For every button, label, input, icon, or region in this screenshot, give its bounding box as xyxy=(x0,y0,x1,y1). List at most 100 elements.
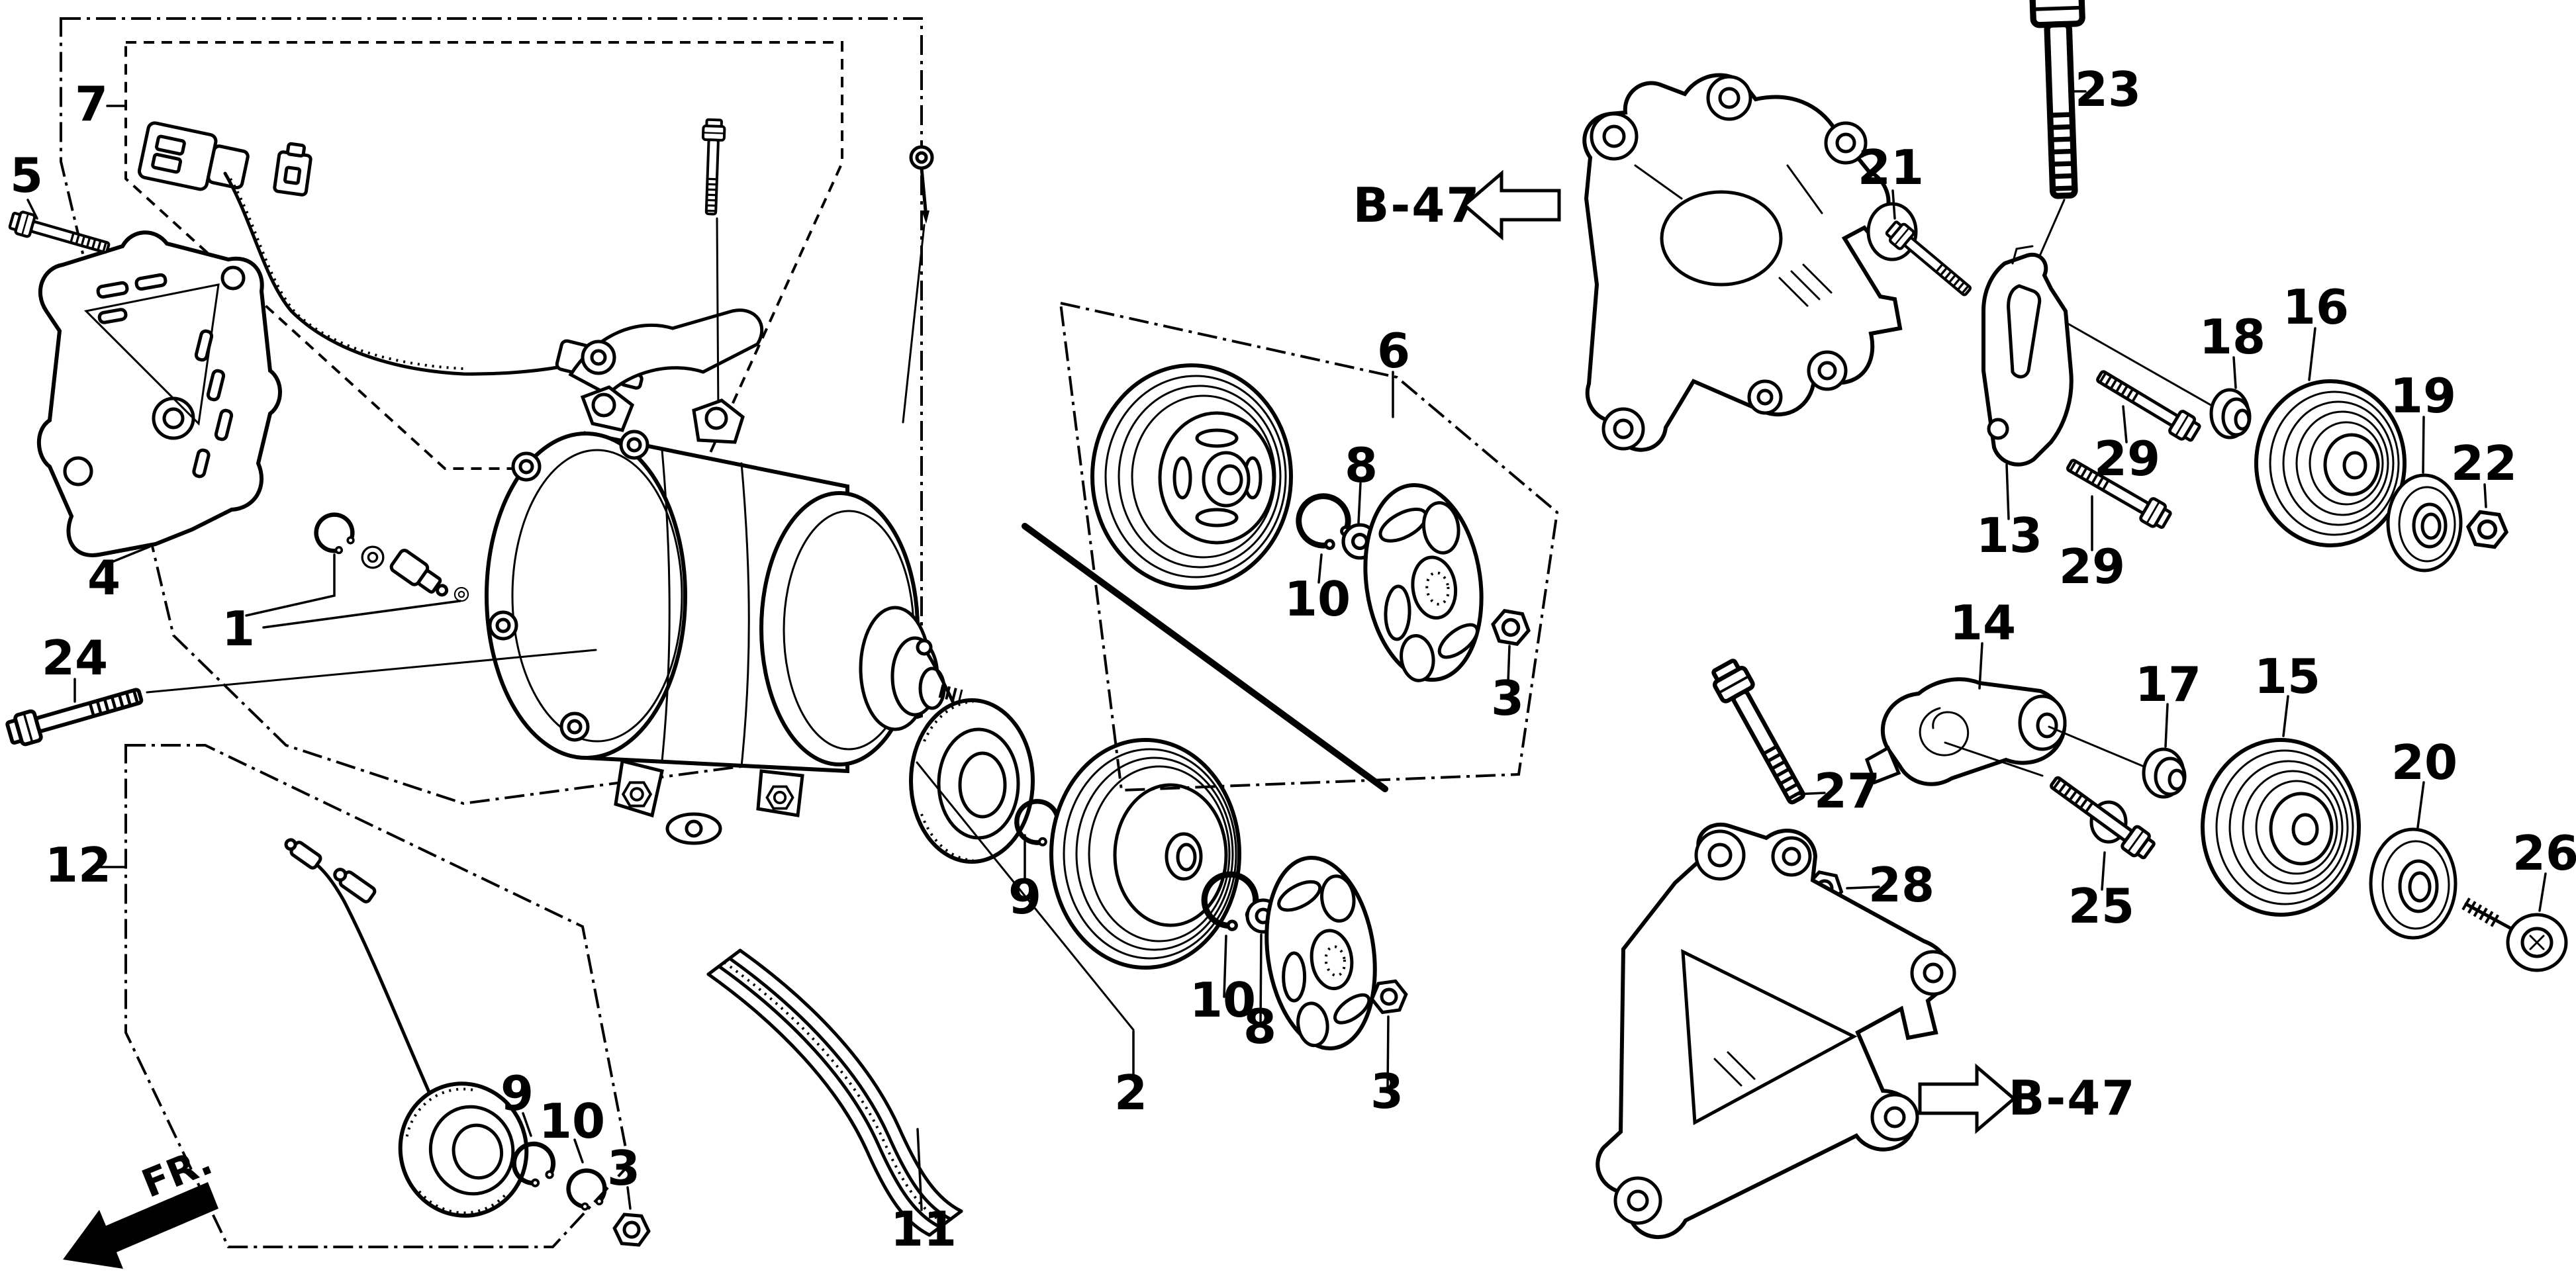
svg-text:29: 29 xyxy=(2059,539,2125,594)
bracket-13 xyxy=(1981,245,2074,467)
small-screw-icon xyxy=(909,145,934,224)
bolt-5-icon xyxy=(9,210,111,259)
svg-text:3: 3 xyxy=(607,1140,640,1196)
svg-text:8: 8 xyxy=(1345,437,1378,493)
callout-19: 19 xyxy=(2390,368,2456,474)
bolt-25-icon xyxy=(2046,771,2158,862)
callout-22: 22 xyxy=(2451,436,2517,508)
svg-text:9: 9 xyxy=(501,1066,534,1121)
callout-4: 4 xyxy=(87,545,151,606)
svg-text:8: 8 xyxy=(1243,999,1276,1054)
svg-text:13: 13 xyxy=(1976,508,2042,563)
belt-11 xyxy=(706,948,963,1237)
b47-reference-bottom: B-47 xyxy=(1918,1063,2136,1134)
pulley-15-icon xyxy=(2201,738,2361,917)
fr-arrow-icon xyxy=(63,1182,218,1269)
svg-text:28: 28 xyxy=(1868,857,1934,913)
callout-2-long-leader xyxy=(916,761,1135,1031)
callout-10-left: 10 xyxy=(539,1093,605,1164)
b47-bottom-label: B-47 xyxy=(2009,1070,2136,1126)
svg-text:3: 3 xyxy=(1491,670,1524,726)
harness-cable-texture xyxy=(229,177,464,370)
callout-8-mid: 8 xyxy=(1243,933,1276,1054)
callouts: 7 5 4 1 24 12 9 10 3 xyxy=(10,62,2576,1257)
svg-text:15: 15 xyxy=(2254,649,2320,704)
group-7-inner-box xyxy=(124,41,843,470)
hub-plate-top-icon xyxy=(1363,482,1484,682)
callout-10-mid: 10 xyxy=(1190,935,1256,1028)
pulley-6-icon xyxy=(1090,363,1293,590)
rear-bolts xyxy=(488,430,649,742)
callout-18: 18 xyxy=(2199,309,2266,389)
washer-19-icon xyxy=(2386,473,2463,573)
svg-text:17: 17 xyxy=(2135,657,2201,712)
callout-25: 25 xyxy=(2068,851,2134,934)
b47-reference-top: B-47 xyxy=(1353,169,1561,241)
coil-terminal-1 xyxy=(284,838,322,870)
callout-5: 5 xyxy=(10,148,43,220)
svg-text:3: 3 xyxy=(1370,1064,1404,1119)
svg-text:7: 7 xyxy=(75,76,108,132)
svg-text:12: 12 xyxy=(45,837,111,893)
group-7-harness xyxy=(60,17,934,805)
tensioner-arm-14-icon xyxy=(1864,677,2067,786)
callout-20: 20 xyxy=(2391,735,2457,829)
circlip-icon xyxy=(309,507,360,559)
group-12-box xyxy=(124,744,631,1248)
callout-29-lower: 29 xyxy=(2059,495,2125,594)
b47-top-label: B-47 xyxy=(1353,177,1481,233)
callout-3-left: 3 xyxy=(607,1140,640,1210)
callout-9-mid: 9 xyxy=(1008,834,1041,925)
coil-wire xyxy=(314,862,431,1094)
svg-text:20: 20 xyxy=(2391,735,2457,790)
svg-text:2: 2 xyxy=(1114,1065,1147,1121)
callout-6: 6 xyxy=(1377,323,1410,418)
harness-cable xyxy=(223,171,570,376)
svg-text:27: 27 xyxy=(1814,763,1880,819)
svg-text:6: 6 xyxy=(1377,323,1410,379)
svg-text:26: 26 xyxy=(2512,825,2576,881)
b47-bottom-right-arrow-icon xyxy=(1918,1063,2017,1134)
svg-text:9: 9 xyxy=(1008,869,1041,925)
svg-text:10: 10 xyxy=(539,1093,605,1149)
svg-text:10: 10 xyxy=(1284,571,1351,627)
callout-9-left: 9 xyxy=(501,1066,534,1137)
svg-text:18: 18 xyxy=(2199,309,2266,365)
clutch-set-top xyxy=(1059,301,1559,792)
small-screw-pilot-line xyxy=(902,224,926,424)
armature-plate-mid-icon xyxy=(1264,855,1377,1051)
clutch-set-mid xyxy=(909,523,1408,1051)
callout-27: 27 xyxy=(1794,763,1880,819)
svg-text:10: 10 xyxy=(1190,972,1256,1028)
callout-2: 2 xyxy=(1114,1030,1147,1121)
washer-20-icon xyxy=(2369,827,2457,940)
bracket-lower-right xyxy=(1596,823,1956,1239)
bolt-24-pilot-line xyxy=(146,649,597,694)
fr-direction: FR. xyxy=(63,1138,218,1269)
svg-text:23: 23 xyxy=(2075,62,2141,117)
callout-26: 26 xyxy=(2512,825,2576,912)
arm-pivot-pilot-line xyxy=(1944,741,2044,777)
bracket-upper-right xyxy=(1582,73,1905,452)
svg-text:21: 21 xyxy=(1858,140,1924,195)
stay-clamp-bore xyxy=(590,349,607,366)
group-1-valve xyxy=(245,507,469,629)
bracket-4 xyxy=(36,230,282,557)
tensioner-group xyxy=(1708,657,2568,972)
svg-text:1: 1 xyxy=(222,601,255,657)
nut-3-left-icon xyxy=(613,1214,650,1246)
field-coil-mid-icon xyxy=(909,639,1035,864)
callout-3-mid: 3 xyxy=(1370,1015,1404,1119)
pulley-16-icon xyxy=(2254,379,2407,547)
callout-16: 16 xyxy=(2283,279,2349,381)
callout-7: 7 xyxy=(75,76,127,132)
svg-text:29: 29 xyxy=(2094,431,2160,486)
snap-ring-10-left-icon xyxy=(563,1166,610,1213)
bolt-27-icon xyxy=(1708,657,1813,808)
callout-23: 23 xyxy=(2070,62,2141,117)
nut-22-icon xyxy=(2466,511,2509,549)
collar-18-icon xyxy=(2209,388,2252,439)
callout-24: 24 xyxy=(42,630,108,703)
